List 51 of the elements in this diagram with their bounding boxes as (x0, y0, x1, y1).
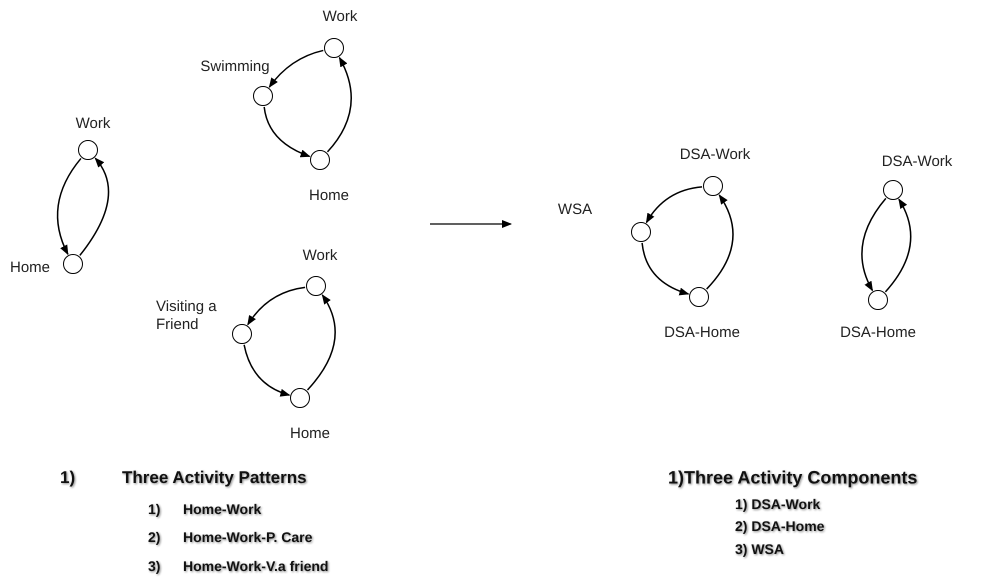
circle-node (290, 388, 310, 408)
list-item: Home-Work-V.a friend (183, 558, 328, 574)
circle-node (306, 276, 326, 296)
arrow (306, 294, 336, 390)
arrow (268, 50, 324, 88)
node-label: Visiting a Friend (156, 298, 218, 334)
arrow (641, 242, 690, 296)
circle-node (689, 287, 709, 307)
node-label: Work (76, 115, 110, 133)
node-label: Work (302, 247, 338, 265)
arrow (861, 198, 886, 292)
arrow (884, 198, 912, 292)
circle-node (63, 254, 83, 274)
arrow (247, 286, 306, 326)
list-number: 2) (148, 529, 160, 545)
circle-node (883, 180, 903, 200)
arrow (56, 158, 82, 256)
list-number: 1) (148, 501, 160, 517)
node-label: Swimming (200, 58, 270, 76)
list-item: Home-Work (183, 501, 262, 517)
arrow (263, 106, 311, 158)
arrow (326, 56, 352, 152)
arrow (79, 157, 110, 256)
list-item: Home-Work-P. Care (183, 529, 312, 545)
arrow (706, 194, 734, 290)
circle-node (631, 222, 651, 242)
node-label: WSA (558, 201, 592, 219)
list-number: 3) (148, 558, 160, 574)
arrow (243, 344, 290, 396)
heading: Three Activity Patterns (122, 468, 307, 488)
node-label: DSA-Work (680, 146, 750, 164)
node-label: DSA-Home (840, 324, 916, 342)
heading: 1)Three Activity Components (668, 468, 918, 488)
node-label: DSA-Work (882, 153, 952, 171)
node-label: Home (10, 259, 50, 277)
arrow (646, 186, 702, 224)
list-number: 1) (60, 468, 76, 488)
list-item: 1) DSA-Work (735, 496, 820, 512)
circle-node (703, 176, 723, 196)
list-item: 2) DSA-Home (735, 518, 824, 534)
node-label: Home (290, 425, 330, 443)
circle-node (78, 140, 98, 160)
circle-node (253, 86, 273, 106)
list-item: 3) WSA (735, 541, 784, 557)
circle-node (324, 38, 344, 58)
circle-node (868, 290, 888, 310)
node-label: DSA-Home (664, 324, 740, 342)
node-label: Work (322, 8, 358, 26)
circle-node (310, 150, 330, 170)
node-label: Home (309, 187, 349, 205)
circle-node (232, 324, 252, 344)
